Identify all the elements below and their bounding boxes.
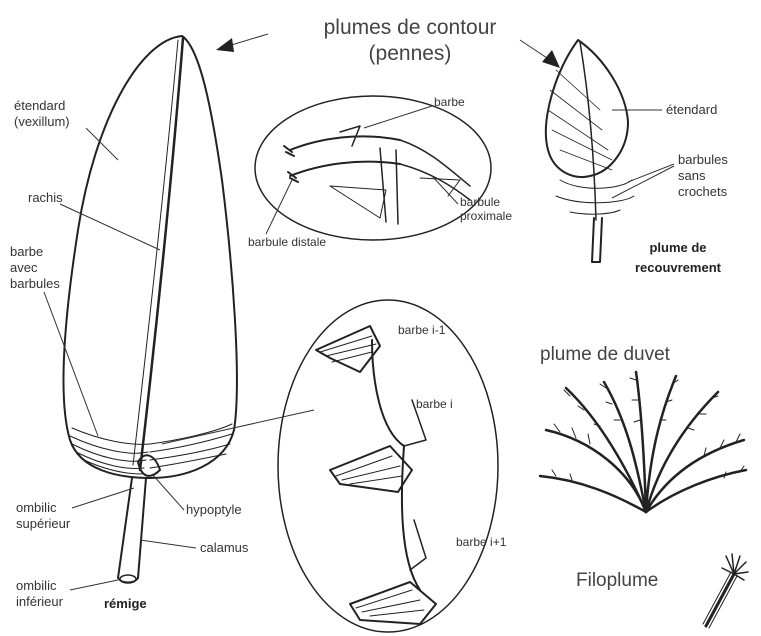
label-barbe: barbe: [434, 95, 465, 109]
remige-labels: étendard (vexillum) rachis barbe avec ba…: [10, 98, 249, 611]
label-barbe-i-plus-1: barbe i+1: [456, 535, 507, 549]
label-barbules-1: barbules: [678, 152, 728, 167]
label-etendard: étendard: [14, 98, 65, 113]
heading-contour-line2: (pennes): [369, 42, 452, 65]
label-ombilic-superieur-2: supérieur: [16, 516, 71, 531]
label-barbule-distale: barbule distale: [248, 235, 326, 249]
filoplume: Filoplume: [576, 554, 748, 628]
label-hypoptyle: hypoptyle: [186, 502, 242, 517]
heading-contour: plumes de contour (pennes): [216, 16, 560, 68]
label-recouvrement-2: recouvrement: [635, 260, 722, 275]
remige-feather: [64, 36, 237, 583]
heading-contour-line1: plumes de contour: [324, 16, 497, 39]
label-remige: rémige: [104, 596, 147, 611]
label-recouvrement-etendard: étendard: [666, 102, 717, 117]
label-barbules-3: crochets: [678, 184, 728, 199]
label-barbules-2: sans: [678, 168, 706, 183]
label-rachis: rachis: [28, 190, 63, 205]
heading-duvet: plume de duvet: [540, 344, 671, 365]
label-barbe-1: barbe: [10, 244, 43, 259]
label-barbe-i-1: barbe i-1: [398, 323, 446, 337]
duvet-feather: plume de duvet: [540, 344, 746, 512]
label-recouvrement-1: plume de: [649, 240, 706, 255]
heading-filoplume: Filoplume: [576, 570, 658, 591]
label-barbe-3: barbules: [10, 276, 60, 291]
label-barbule-proximale-2: proximale: [460, 209, 512, 223]
label-ombilic-superieur-1: ombilic: [16, 500, 57, 515]
label-barbe-2: avec: [10, 260, 38, 275]
detail-barbes: barbe barbule distale barbule proximale: [248, 95, 512, 249]
label-vexillum: (vexillum): [14, 114, 70, 129]
label-barbe-i: barbe i: [416, 397, 453, 411]
label-ombilic-inferieur-1: ombilic: [16, 578, 57, 593]
recouvrement-feather: étendard barbules sans crochets plume de…: [546, 40, 728, 275]
detail-crochets: barbe i-1 barbe i barbe i+1: [162, 300, 507, 632]
label-calamus: calamus: [200, 540, 249, 555]
label-barbule-proximale-1: barbule: [460, 195, 500, 209]
label-ombilic-inferieur-2: inférieur: [16, 594, 64, 609]
